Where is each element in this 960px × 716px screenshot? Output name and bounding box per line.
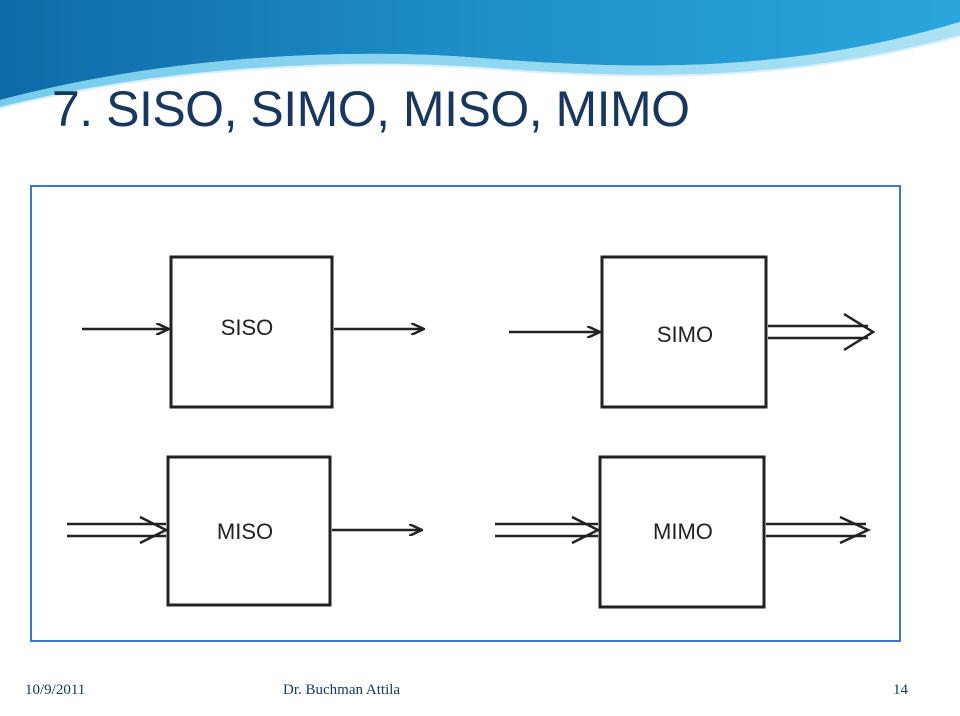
system-types-diagram: SISO SIMO MISO bbox=[67, 255, 876, 609]
simo-block: SIMO bbox=[509, 255, 876, 409]
mimo-block: MIMO bbox=[495, 455, 871, 609]
miso-block: MISO bbox=[67, 455, 422, 607]
slide-title: 7. SISO, SIMO, MISO, MIMO bbox=[52, 81, 690, 137]
simo-label: SIMO bbox=[657, 322, 713, 347]
footer-author: Dr. Buchman Attila bbox=[283, 682, 401, 698]
siso-label: SISO bbox=[221, 315, 274, 340]
mimo-label: MIMO bbox=[653, 519, 713, 544]
page-number: 14 bbox=[893, 682, 908, 698]
simo-output-arrow bbox=[768, 312, 876, 352]
mimo-input-arrow bbox=[495, 515, 601, 545]
mimo-output-arrow bbox=[766, 515, 871, 545]
siso-block: SISO bbox=[82, 255, 424, 409]
diagram-frame: SISO SIMO MISO bbox=[30, 185, 901, 642]
miso-input-arrow bbox=[67, 515, 169, 545]
footer-date: 10/9/2011 bbox=[25, 682, 86, 698]
miso-label: MISO bbox=[217, 519, 273, 544]
header-wave-decoration bbox=[0, 0, 960, 109]
